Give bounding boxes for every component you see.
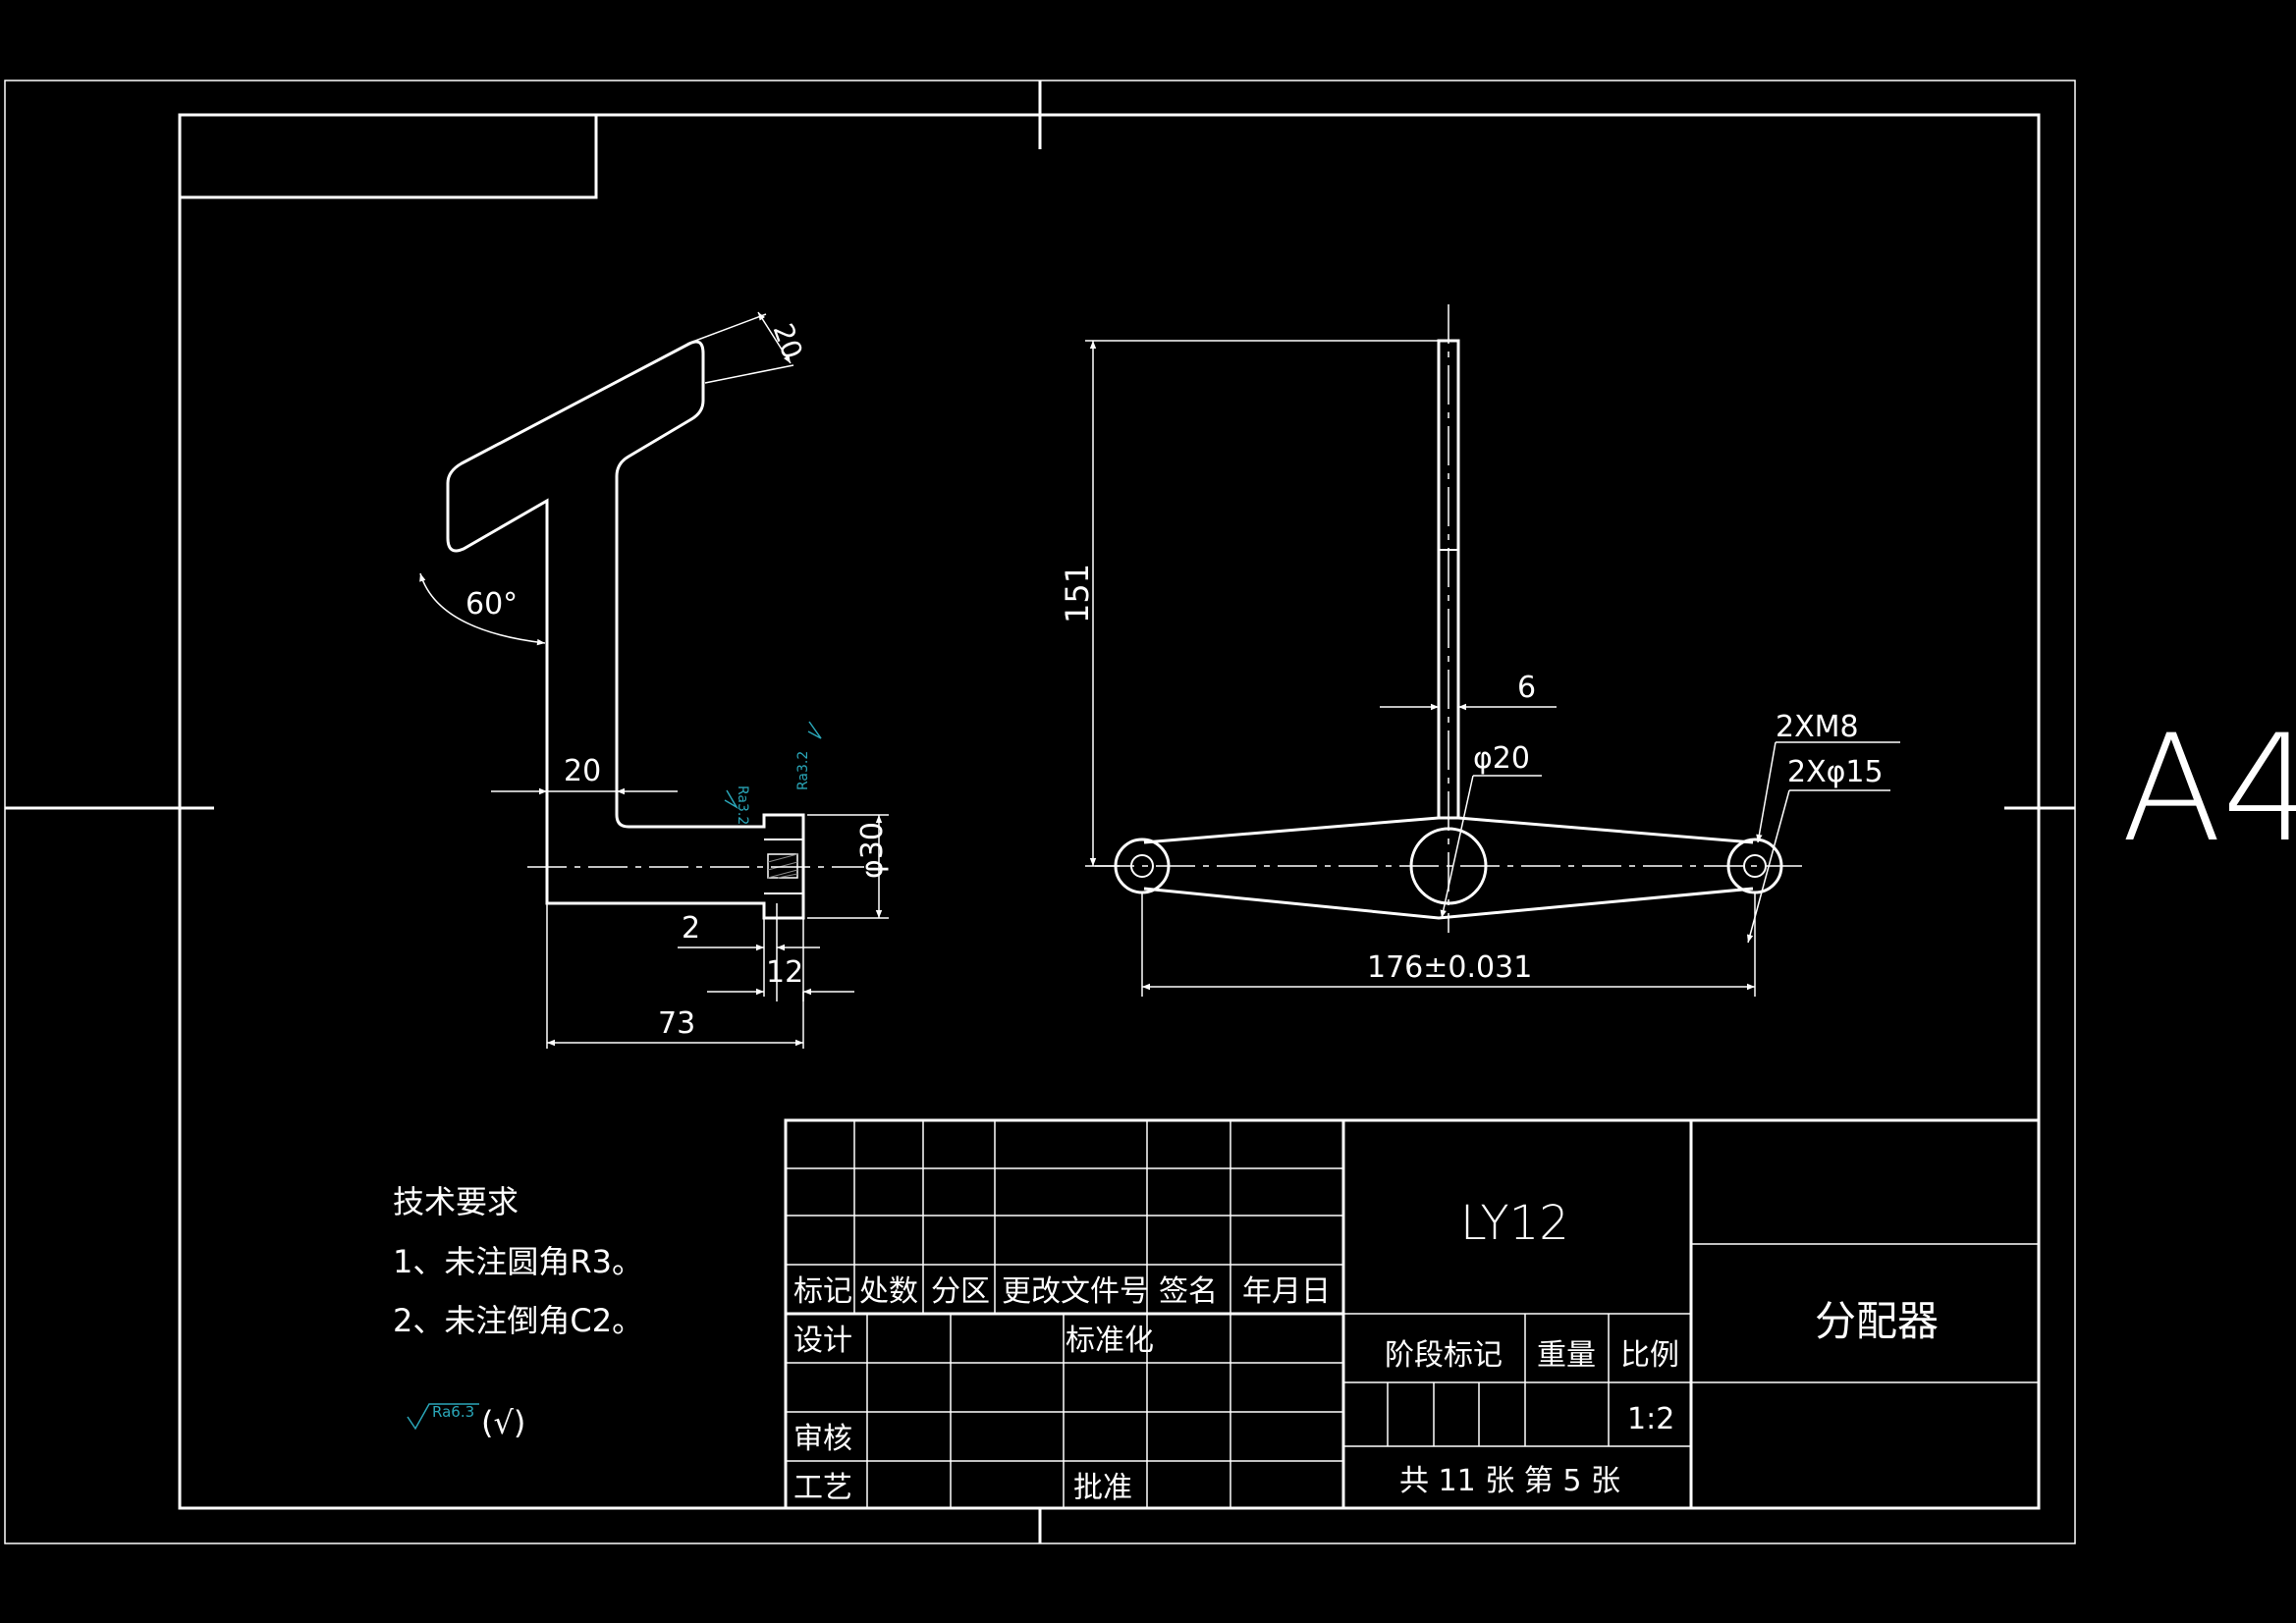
- dim-73: 73: [658, 1006, 695, 1041]
- hole-label: 2Xφ15: [1787, 755, 1884, 789]
- sheet-size-label: A4: [2121, 704, 2296, 875]
- sheet-frame: [4, 80, 2076, 1544]
- dim-12: 12: [766, 955, 803, 990]
- label-standardize: 标准化: [1066, 1324, 1154, 1358]
- front-view-labels: 151 6 φ20 2XM8 2Xφ15 176±0.031: [1059, 564, 1884, 985]
- roughness-symbol: [407, 1403, 479, 1431]
- part-name: 分配器: [1815, 1297, 1939, 1345]
- front-view-centerlines: [1095, 304, 1802, 933]
- roughness-left: Ra3.2: [735, 785, 750, 825]
- label-design: 设计: [793, 1324, 852, 1358]
- rev-header-doc: 更改文件号: [1002, 1274, 1149, 1309]
- scale-value: 1:2: [1627, 1402, 1674, 1436]
- title-block-labels: LY12 分配器 标记 处数 分区 更改文件号 签名 年月日 设计 标准化 审核…: [793, 1196, 1939, 1505]
- notes-title: 技术要求: [393, 1183, 519, 1220]
- dia-30: φ30: [855, 822, 890, 879]
- label-review: 审核: [793, 1422, 852, 1456]
- notes-line-1: 1、未注圆角R3。: [393, 1243, 643, 1280]
- technical-notes: 技术要求 1、未注圆角R3。 2、未注倒角C2。 Ra6.3 (√): [393, 1183, 643, 1441]
- angle-60: 60°: [465, 587, 518, 622]
- front-view-dimensions: [1085, 340, 1900, 997]
- side-view-dimensions: [419, 311, 889, 1049]
- dim-20-web: 20: [564, 754, 601, 788]
- dim-176: 176±0.031: [1367, 950, 1532, 985]
- side-view-labels: 20 60° 20 φ30 2 12 73 Ra3.2 Ra3.2: [465, 319, 890, 1041]
- label-approve: 批准: [1073, 1471, 1132, 1505]
- dia-20: φ20: [1473, 741, 1530, 776]
- dim-6: 6: [1517, 671, 1536, 705]
- dim-20-top: 20: [767, 319, 809, 363]
- rev-header-date: 年月日: [1242, 1274, 1331, 1309]
- sheet-info: 共 11 张 第 5 张: [1399, 1464, 1620, 1498]
- material: LY12: [1460, 1196, 1569, 1251]
- label-scale: 比例: [1620, 1338, 1679, 1373]
- label-stage-mark: 阶段标记: [1385, 1338, 1503, 1373]
- notes-line-2: 2、未注倒角C2。: [393, 1302, 643, 1339]
- label-process: 工艺: [793, 1471, 852, 1505]
- thread-label: 2XM8: [1776, 710, 1859, 744]
- dim-2: 2: [682, 911, 700, 946]
- roughness-symbols-side: [724, 721, 822, 810]
- outer-border: [4, 80, 2076, 1544]
- notes-roughness-suffix: (√): [481, 1404, 525, 1441]
- label-weight: 重量: [1537, 1338, 1596, 1373]
- rev-header-zone: 分区: [931, 1274, 990, 1309]
- side-view-outline: [446, 340, 805, 920]
- rev-header-sign: 签名: [1159, 1274, 1218, 1309]
- threaded-hole-section: [767, 853, 798, 879]
- dim-151: 151: [1059, 564, 1096, 623]
- rev-header-mark: 标记: [793, 1274, 852, 1309]
- notes-roughness: Ra6.3: [432, 1403, 474, 1421]
- rev-header-count: 处数: [859, 1274, 918, 1309]
- title-block: [784, 1118, 2041, 1510]
- top-left-box: [178, 113, 598, 199]
- side-view: [446, 340, 805, 920]
- roughness-right: Ra3.2: [795, 751, 811, 790]
